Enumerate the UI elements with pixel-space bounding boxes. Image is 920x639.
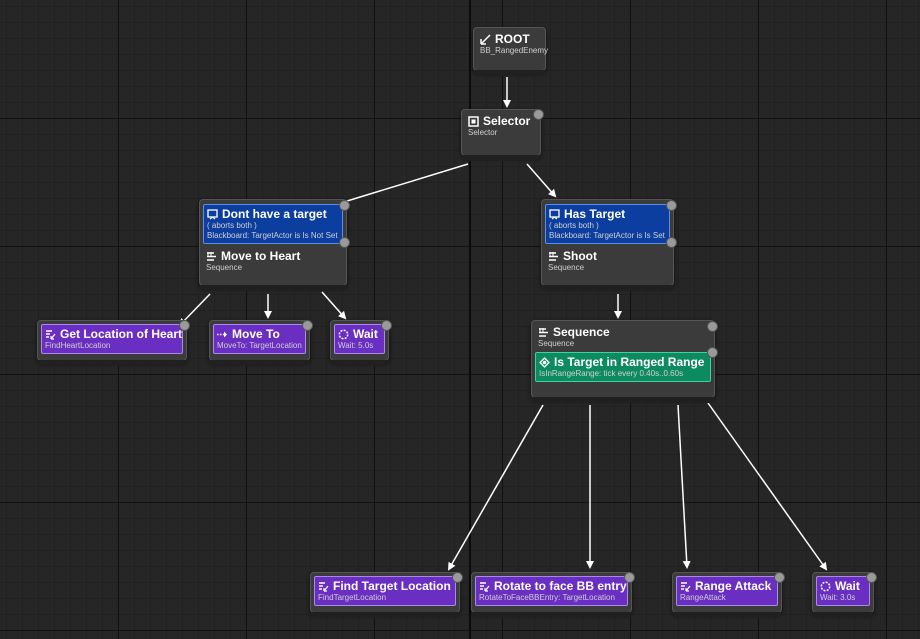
composite-title: Move to Heart xyxy=(221,249,301,263)
task-subtitle: RangeAttack xyxy=(680,593,726,602)
root-node[interactable]: ROOT BB_RangedEnemy xyxy=(473,27,549,76)
task-icon xyxy=(45,329,56,340)
decorator-title: Dont have a target xyxy=(222,207,327,221)
graph-origin-vertical-line xyxy=(469,0,471,639)
service-is-target-in-range[interactable]: Is Target in Ranged Range IsInRangeRange… xyxy=(535,352,711,382)
task-wait-left[interactable]: Wait Wait: 5.0s xyxy=(330,320,392,366)
sequence-pin-mid[interactable] xyxy=(707,347,718,358)
task-title: Find Target Location xyxy=(333,579,451,593)
task-title: Wait xyxy=(835,579,860,593)
task-wait-right[interactable]: Wait Wait: 3.0s xyxy=(812,572,877,618)
wire-seq-task4 xyxy=(707,402,828,571)
task-subtitle: Wait: 5.0s xyxy=(338,341,374,350)
blackboard-decorator-icon xyxy=(207,208,218,220)
task-subtitle: MoveTo: TargetLocation xyxy=(217,341,302,350)
task-pin[interactable] xyxy=(624,572,635,583)
sequence-title: Sequence xyxy=(553,325,610,339)
task-pin[interactable] xyxy=(179,320,190,331)
service-title: Is Target in Ranged Range xyxy=(554,355,705,369)
task-title: Rotate to face BB entry xyxy=(494,579,627,593)
sequence-icon xyxy=(206,251,217,262)
decorator-condition: Blackboard: TargetActor is Is Not Set xyxy=(207,231,338,240)
decorator-aborts: ( aborts both ) xyxy=(549,221,599,230)
task-get-location-of-heart[interactable]: Get Location of Heart FindHeartLocation xyxy=(37,320,190,366)
selector-node[interactable]: Selector Selector xyxy=(461,109,544,161)
task-icon xyxy=(479,581,490,592)
task-subtitle: FindTargetLocation xyxy=(318,593,387,602)
wait-icon xyxy=(338,329,349,340)
sequence-subtitle: Sequence xyxy=(538,339,575,348)
composite-shoot[interactable]: Shoot Sequence xyxy=(545,247,670,275)
task-pin[interactable] xyxy=(381,320,392,331)
decorator-title: Has Target xyxy=(564,207,626,221)
root-subtitle: BB_RangedEnemy xyxy=(480,46,549,55)
composite-subtitle: Sequence xyxy=(548,263,585,272)
task-find-target-location[interactable]: Find Target Location FindTargetLocation xyxy=(310,572,463,618)
composite-subtitle: Sequence xyxy=(206,263,243,272)
task-pin[interactable] xyxy=(774,572,785,583)
task-subtitle: RotateToFaceBBEntry: TargetLocation xyxy=(479,593,615,602)
task-title: Get Location of Heart xyxy=(60,327,183,341)
decorator-condition: Blackboard: TargetActor is Is Set xyxy=(549,231,665,240)
task-title: Wait xyxy=(353,327,378,341)
composite-title: Shoot xyxy=(563,249,597,263)
selector-title: Selector xyxy=(483,114,531,128)
task-move-to[interactable]: Move To MoveTo: TargetLocation xyxy=(209,320,313,366)
decorator-aborts: ( aborts both ) xyxy=(207,221,257,230)
sequence-icon xyxy=(538,327,549,338)
task-subtitle: Wait: 3.0s xyxy=(820,593,856,602)
wire-seq-task3 xyxy=(677,404,691,569)
wire-selector-right xyxy=(526,163,557,198)
sequence-node[interactable]: Sequence Sequence Is Target in Ranged Ra… xyxy=(531,320,718,403)
decorator-has-target[interactable]: Has Target ( aborts both ) Blackboard: T… xyxy=(545,204,670,244)
selector-pin[interactable] xyxy=(533,109,544,120)
wire-left-task3 xyxy=(321,291,347,320)
root-arrow-icon xyxy=(480,33,491,45)
decorator-dont-have-target[interactable]: Dont have a target ( aborts both ) Black… xyxy=(203,204,343,244)
task-icon xyxy=(680,581,691,592)
service-icon xyxy=(539,356,550,368)
wire-seq-task1 xyxy=(448,404,544,571)
task-title: Range Attack xyxy=(695,579,772,593)
blackboard-decorator-icon xyxy=(549,208,560,220)
task-icon xyxy=(318,581,329,592)
sequence-icon xyxy=(548,251,559,262)
decorator-pin-mid[interactable] xyxy=(666,237,677,248)
wait-icon xyxy=(820,581,831,592)
decorator-pin-top[interactable] xyxy=(339,200,350,211)
sequence-pin-top[interactable] xyxy=(707,321,718,332)
wire-selector-left xyxy=(332,163,469,208)
task-pin[interactable] xyxy=(866,572,877,583)
move-to-icon xyxy=(217,329,228,340)
shoot-node[interactable]: Has Target ( aborts both ) Blackboard: T… xyxy=(541,199,677,291)
task-range-attack[interactable]: Range Attack RangeAttack xyxy=(672,572,785,618)
composite-move-to-heart[interactable]: Move to Heart Sequence xyxy=(203,247,343,275)
selector-subtitle: Selector xyxy=(468,128,498,137)
root-title: ROOT xyxy=(495,32,530,46)
task-pin[interactable] xyxy=(302,320,313,331)
task-rotate-to-face[interactable]: Rotate to face BB entry RotateToFaceBBEn… xyxy=(471,572,635,618)
service-subtitle: IsInRangeRange: tick every 0.40s..0.60s xyxy=(539,369,684,378)
decorator-pin-mid[interactable] xyxy=(339,237,350,248)
move-to-heart-node[interactable]: Dont have a target ( aborts both ) Black… xyxy=(199,199,350,291)
task-pin[interactable] xyxy=(452,572,463,583)
selector-icon xyxy=(468,115,479,127)
task-title: Move To xyxy=(232,327,280,341)
decorator-pin-top[interactable] xyxy=(666,200,677,211)
task-subtitle: FindHeartLocation xyxy=(45,341,111,350)
